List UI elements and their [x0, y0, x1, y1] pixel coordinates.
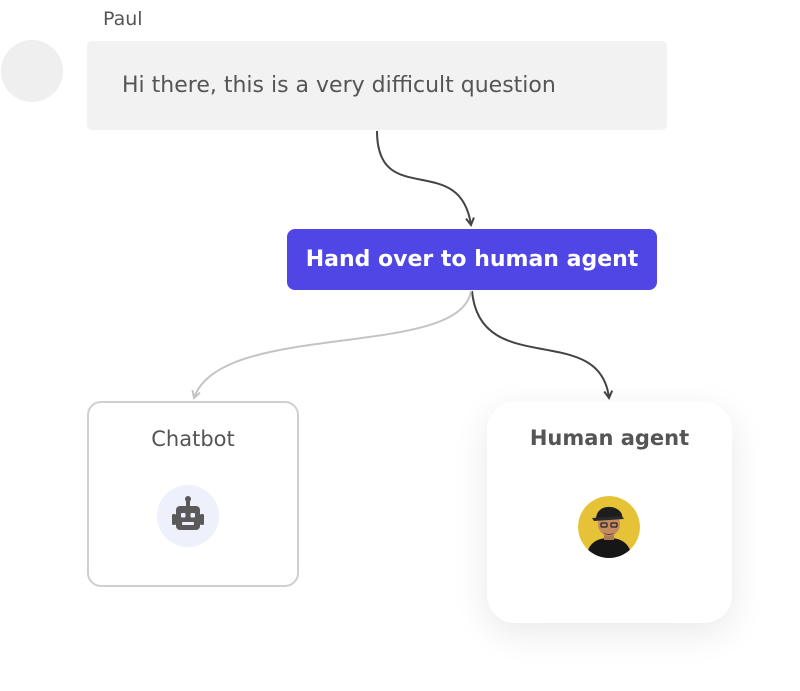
- chatbot-card[interactable]: Chatbot: [87, 401, 299, 587]
- handover-label: Hand over to human agent: [305, 247, 639, 272]
- agent-avatar-icon: [578, 496, 640, 558]
- sender-avatar: [1, 40, 63, 102]
- connector-message-to-handover: [376, 130, 471, 225]
- connector-handover-to-human: [471, 290, 609, 398]
- message-text: Hi there, this is a very difficult quest…: [122, 73, 556, 98]
- chatbot-label: Chatbot: [151, 427, 235, 451]
- sender-name: Paul: [103, 8, 143, 30]
- handover-button[interactable]: Hand over to human agent: [287, 229, 657, 290]
- human-agent-card[interactable]: Human agent: [487, 402, 732, 623]
- human-agent-label: Human agent: [529, 426, 690, 450]
- message-bubble: Hi there, this is a very difficult quest…: [87, 41, 667, 130]
- connector-handover-to-chatbot: [194, 290, 472, 398]
- robot-icon: [157, 485, 219, 547]
